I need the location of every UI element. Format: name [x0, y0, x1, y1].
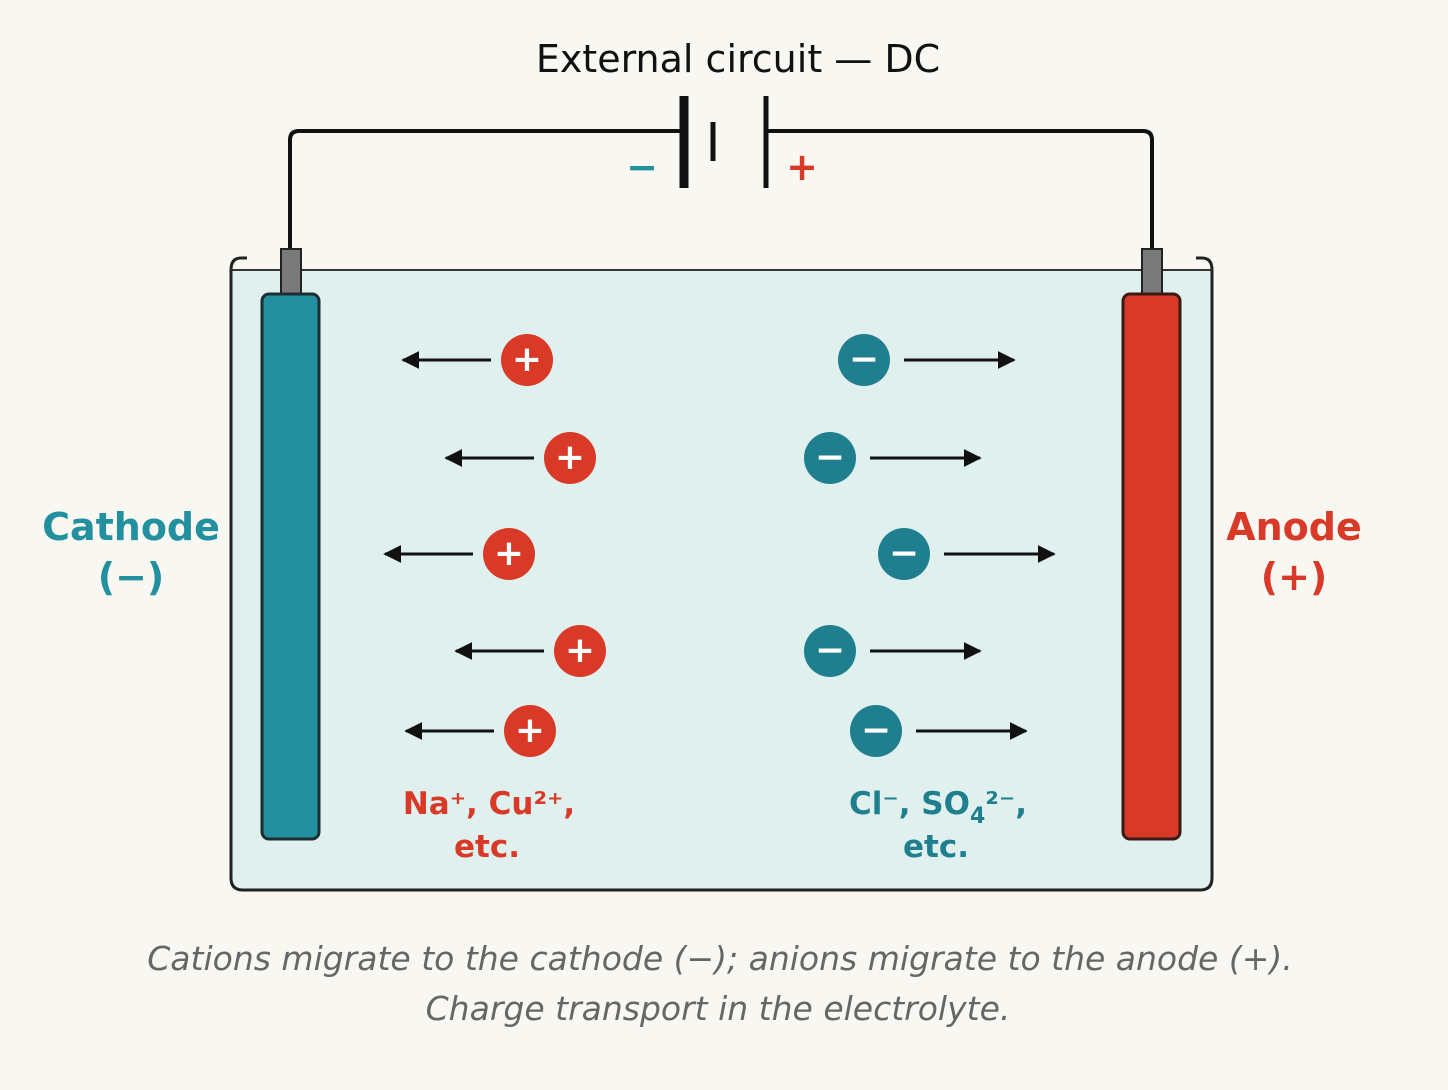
cation-charge-symbol: +: [494, 533, 524, 574]
anion-ion: −: [878, 528, 1056, 580]
tank: [229, 256, 1214, 892]
battery-icon: [679, 96, 769, 188]
external-wire: [288, 129, 1154, 250]
anion-charge-symbol: −: [815, 437, 845, 478]
anion-charge-symbol: −: [849, 339, 879, 380]
cation-ion: +: [444, 432, 596, 484]
cation-etc-label: etc.: [454, 829, 520, 865]
caption-line-1: Cations migrate to the cathode (−); anio…: [147, 939, 1292, 978]
anion-label-subscript: 4: [970, 804, 985, 829]
cation-examples-label: Na⁺, Cu²⁺,: [403, 786, 575, 822]
anion-charge-symbol: −: [889, 533, 919, 574]
anion-label-main: Cl⁻, SO: [849, 786, 970, 822]
electrolyte: [231, 270, 1212, 890]
anion-ion: −: [850, 705, 1028, 757]
cation-charge-symbol: +: [565, 630, 595, 671]
battery-plus-label: +: [786, 145, 818, 189]
cathode-label: Cathode: [42, 505, 220, 549]
cation-ion: +: [454, 625, 606, 677]
anion-etc-label: etc.: [903, 829, 969, 865]
cathode-electrode: [260, 292, 321, 841]
anion-label-charge: ²⁻,: [985, 786, 1027, 822]
anion-examples-label: Cl⁻, SO4²⁻,: [849, 786, 1027, 829]
anode-sign: (+): [1261, 555, 1328, 599]
anode-label: Anode: [1226, 505, 1362, 549]
anion-charge-symbol: −: [815, 630, 845, 671]
anion-charge-symbol: −: [861, 710, 891, 751]
caption-line-2: Charge transport in the electrolyte.: [426, 989, 1011, 1028]
anion-ion: −: [838, 334, 1016, 386]
anode-connector: [1141, 248, 1163, 297]
cation-group: + + + + +: [383, 334, 606, 757]
anion-group: −−−−−: [804, 334, 1056, 757]
anion-ion: −: [804, 625, 982, 677]
cation-ion: +: [383, 528, 535, 580]
cation-ion: +: [401, 334, 553, 386]
cathode-connector: [280, 248, 302, 297]
anode-electrode: [1121, 292, 1182, 841]
cathode-sign: (−): [98, 555, 165, 599]
battery-minus-label: −: [626, 145, 658, 189]
cation-charge-symbol: +: [555, 437, 585, 478]
anion-ion: −: [804, 432, 982, 484]
cation-ion: +: [404, 705, 556, 757]
cation-charge-symbol: +: [512, 339, 542, 380]
circuit-title: External circuit — DC: [536, 37, 940, 81]
cation-charge-symbol: +: [515, 710, 545, 751]
